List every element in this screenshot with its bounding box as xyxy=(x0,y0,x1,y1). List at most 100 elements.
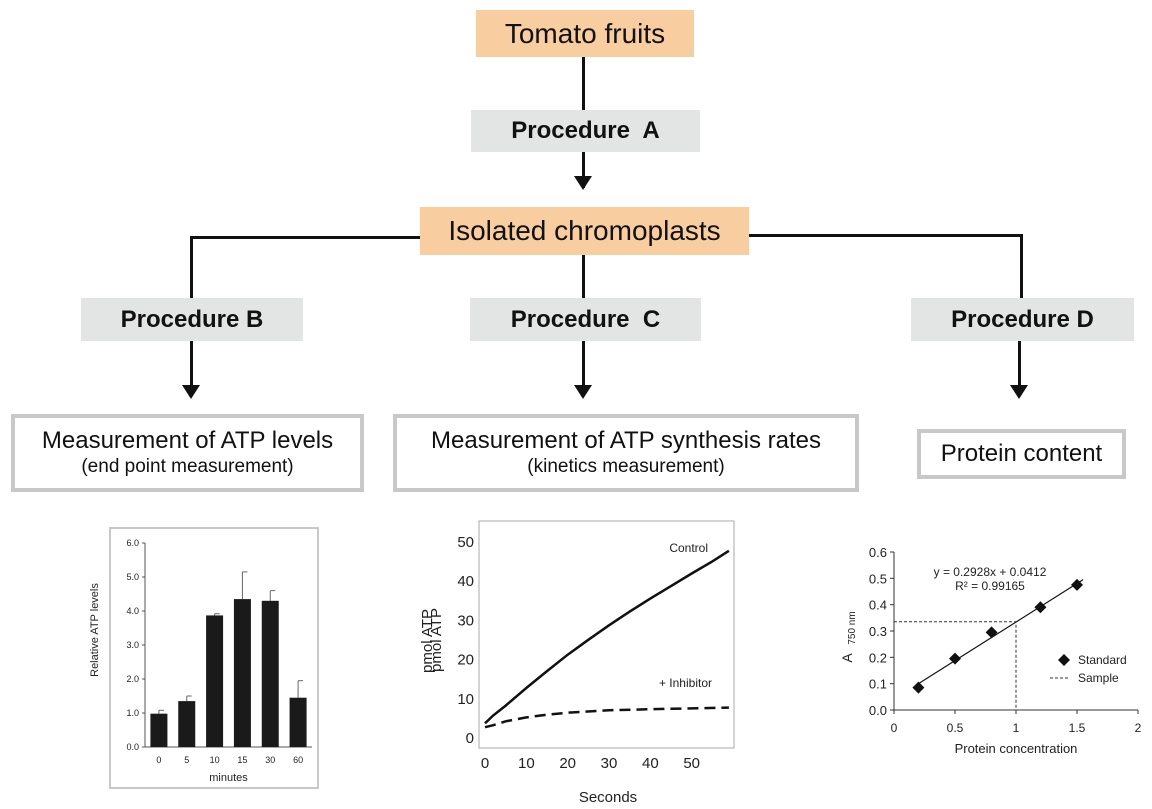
protein-standard-point xyxy=(1071,578,1083,591)
bar-0 xyxy=(150,713,168,747)
kinetics-ytick-label: 50 xyxy=(457,534,474,551)
bar-10 xyxy=(206,615,224,747)
protein-standard-point xyxy=(985,626,998,639)
bar-chart-ytick-label: 4.0 xyxy=(126,606,139,616)
connector-right-horizontal xyxy=(749,234,1023,237)
tomato-fruits-label: Tomato fruits xyxy=(504,17,666,49)
kinetics-ytick-label: 20 xyxy=(457,652,474,669)
connector-procB-meas xyxy=(190,341,193,391)
protein-legend-standard-label: Standard xyxy=(1078,653,1127,667)
bar-15 xyxy=(233,599,251,747)
kinetics-y-label-shadow: pmol ATP xyxy=(419,609,436,673)
measurement-atp-synthesis-box: Measurement of ATP synthesis rates (kine… xyxy=(393,414,859,492)
arrowhead-down-icon xyxy=(182,385,200,399)
protein-standard-point xyxy=(912,681,925,694)
bar-chart-ytick-label: 5.0 xyxy=(126,572,139,582)
kinetics-xtick-label: 40 xyxy=(642,755,659,772)
procedure-c-box: Procedure C xyxy=(470,298,701,341)
procedure-b-label: Procedure B xyxy=(120,305,264,333)
bar-chart-xtick-label: 10 xyxy=(210,755,220,765)
kinetics-y-label: pmol ATP xyxy=(428,608,445,672)
protein-y-label-sub: 750 nm xyxy=(847,611,858,644)
kinetics-series-label-inhibitor: + Inhibitor xyxy=(659,676,712,690)
connector-right-vertical xyxy=(1020,234,1023,298)
protein-ytick-label: 0.6 xyxy=(869,545,887,560)
protein-content-box: Protein content xyxy=(917,429,1126,479)
bar-60 xyxy=(289,697,307,747)
connector-tomato-procA xyxy=(582,56,585,110)
connector-center-vertical xyxy=(582,254,585,298)
protein-content-label: Protein content xyxy=(940,439,1103,467)
connector-left-vertical xyxy=(190,236,193,298)
kinetics-series-inhibitor xyxy=(484,706,729,729)
kinetics-ytick-label: 40 xyxy=(457,573,474,590)
protein-ytick-label: 0.3 xyxy=(869,624,887,639)
kinetics-ytick-label: 0 xyxy=(466,730,474,747)
protein-xtick-label: 0 xyxy=(891,721,898,735)
connector-procA-isolated xyxy=(582,152,585,188)
kinetics-xtick-label: 20 xyxy=(559,755,576,772)
bar-chart-x-label: minutes xyxy=(209,772,248,784)
kinetics-series-label-control: Control xyxy=(669,541,708,555)
measurement-atp-levels-title: Measurement of ATP levels xyxy=(41,427,334,455)
bar-5 xyxy=(178,701,196,747)
bar-chart-ytick-label: 6.0 xyxy=(126,538,139,548)
arrowhead-down-icon xyxy=(574,385,592,399)
protein-ytick-label: 0.2 xyxy=(869,650,887,665)
procedure-c-label: Procedure C xyxy=(510,305,661,333)
kinetics-xtick-label: 50 xyxy=(683,755,700,772)
bar-chart-ytick-label: 0.0 xyxy=(126,742,139,752)
protein-ytick-label: 0.5 xyxy=(869,571,887,586)
bar-chart-xtick-label: 0 xyxy=(156,755,161,765)
connector-procD-protein xyxy=(1018,341,1021,391)
bar-chart-ytick-label: 2.0 xyxy=(126,674,139,684)
protein-x-label: Protein concentration xyxy=(955,741,1078,756)
kinetics-ytick-label: 30 xyxy=(457,612,474,629)
protein-standard-point xyxy=(1034,601,1047,614)
bar-chart-xtick-label: 5 xyxy=(184,755,189,765)
bar-chart-ytick-label: 3.0 xyxy=(126,640,139,650)
kinetics-ytick-label: 10 xyxy=(457,691,474,708)
protein-fit-equation: y = 0.2928x + 0.0412 xyxy=(934,565,1047,579)
kinetics-xtick-label: 30 xyxy=(601,755,618,772)
procedure-d-label: Procedure D xyxy=(951,305,1094,333)
protein-ytick-label: 0.4 xyxy=(869,598,887,613)
measurement-atp-levels-subtitle: (end point measurement) xyxy=(81,456,294,477)
arrowhead-down-icon xyxy=(574,176,592,190)
procedure-a-label: Procedure A xyxy=(511,117,660,144)
bar-chart-y-label: Relative ATP levels xyxy=(89,583,101,677)
kinetics-xtick-label: 0 xyxy=(481,755,489,772)
protein-fit-line xyxy=(915,579,1084,686)
bar-chart-ytick-label: 1.0 xyxy=(126,708,139,718)
protein-legend-standard-marker xyxy=(1058,654,1070,666)
bar-chart-xtick-label: 30 xyxy=(265,755,275,765)
protein-ytick-label: 0.0 xyxy=(869,703,887,718)
protein-xtick-label: 0.5 xyxy=(947,721,964,735)
kinetics-xtick-label: 10 xyxy=(518,755,535,772)
isolated-chromoplasts-box: Isolated chromoplasts xyxy=(420,207,749,255)
tomato-fruits-box: Tomato fruits xyxy=(476,10,694,57)
protein-ytick-label: 0.1 xyxy=(869,677,887,692)
protein-y-label: A xyxy=(839,653,855,663)
kinetics-x-label: Seconds xyxy=(579,789,637,806)
protein-sample-line xyxy=(894,621,1017,710)
isolated-chromoplasts-label: Isolated chromoplasts xyxy=(448,215,721,246)
bar-chart-xtick-label: 15 xyxy=(237,755,247,765)
procedure-b-box: Procedure B xyxy=(81,298,303,341)
protein-xtick-label: 1.5 xyxy=(1069,721,1086,735)
connector-procC-meas xyxy=(582,341,585,391)
connector-left-horizontal xyxy=(190,236,420,239)
protein-fit-r2: R² = 0.99165 xyxy=(955,579,1025,593)
arrowhead-down-icon xyxy=(1010,385,1028,399)
protein-legend-sample-label: Sample xyxy=(1078,671,1119,685)
bar-30 xyxy=(261,600,279,747)
protein-xtick-label: 2 xyxy=(1135,721,1142,735)
kinetics-chart-frame xyxy=(478,520,735,749)
measurement-atp-synthesis-title: Measurement of ATP synthesis rates xyxy=(431,427,821,455)
protein-standard-point xyxy=(949,652,961,665)
measurement-atp-synthesis-subtitle: (kinetics measurement) xyxy=(527,456,725,477)
kinetics-series-control xyxy=(484,549,730,725)
procedure-a-box: Procedure A xyxy=(471,110,700,152)
